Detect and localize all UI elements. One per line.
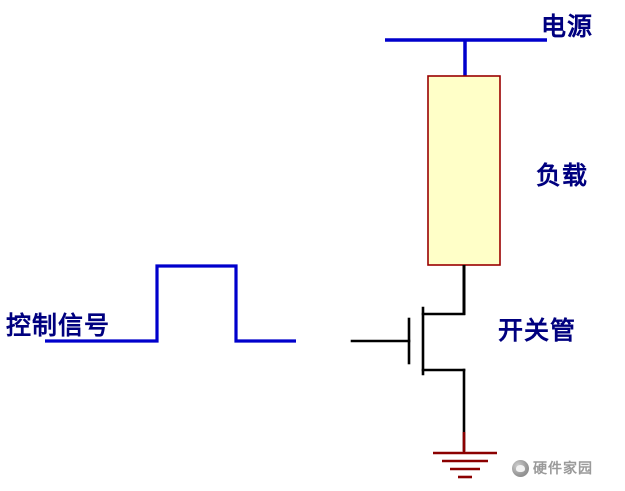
load-resistor [427, 75, 501, 266]
watermark-logo-icon [512, 459, 529, 477]
ground-symbol [433, 432, 497, 479]
control-pulse-waveform [45, 264, 296, 343]
watermark: 硬件家园 [512, 458, 593, 478]
mosfet-symbol [350, 306, 466, 452]
power-label: 电源 [541, 14, 594, 41]
control-signal-label: 控制信号 [6, 313, 111, 340]
watermark-text: 硬件家园 [533, 460, 593, 476]
switch-transistor-label: 开关管 [498, 318, 577, 345]
load-label: 负载 [536, 163, 589, 190]
power-rail [385, 38, 547, 78]
